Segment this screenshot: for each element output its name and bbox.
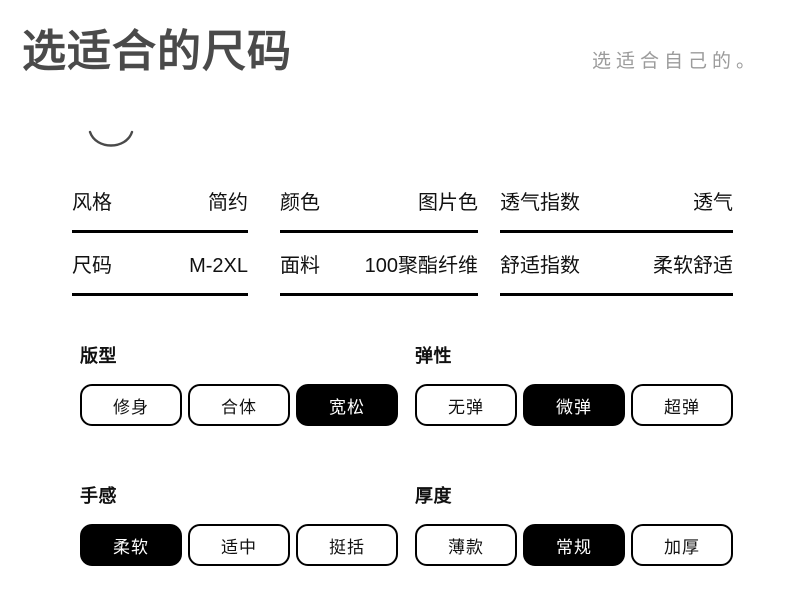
option-chip[interactable]: 无弹 [415, 384, 517, 426]
spec-row: 颜色 图片色 [280, 186, 478, 232]
spec-label: 尺码 [72, 255, 112, 277]
option-group-title: 厚度 [415, 486, 452, 506]
spec-label: 透气指数 [500, 192, 580, 214]
spec-columns: 风格 简约 尺码 M-2XL 颜色 图片色 面料 100聚酯纤维 [0, 186, 790, 296]
spec-label: 舒适指数 [500, 255, 580, 277]
option-chip-selected[interactable]: 微弹 [523, 384, 625, 426]
option-chip[interactable]: 合体 [188, 384, 290, 426]
spec-value: 简约 [208, 192, 248, 214]
spec-divider [72, 230, 248, 233]
spec-divider [280, 230, 478, 233]
spec-divider [500, 293, 733, 296]
option-chip[interactable]: 超弹 [631, 384, 733, 426]
option-group-title: 手感 [80, 486, 117, 506]
spec-column-color: 颜色 图片色 面料 100聚酯纤维 [280, 186, 478, 296]
option-group-elasticity: 弹性 无弹 微弹 超弹 [415, 342, 733, 426]
spec-label: 面料 [280, 255, 320, 277]
spec-value: 透气 [693, 192, 733, 214]
option-group-title: 弹性 [415, 346, 452, 366]
option-group-handfeel: 手感 柔软 适中 挺括 [80, 482, 398, 566]
page-title: 选适合的尺码 [22, 27, 292, 76]
spec-value: M-2XL [189, 255, 248, 277]
option-group-fit: 版型 修身 合体 宽松 [80, 342, 398, 426]
option-chip-list: 薄款 常规 加厚 [415, 524, 733, 566]
option-group-row-1: 版型 修身 合体 宽松 弹性 无弹 微弹 超弹 [0, 342, 790, 482]
option-chip[interactable]: 加厚 [631, 524, 733, 566]
option-chip-selected[interactable]: 常规 [523, 524, 625, 566]
option-groups: 版型 修身 合体 宽松 弹性 无弹 微弹 超弹 手感 [0, 342, 790, 594]
smile-arc-icon [88, 130, 134, 156]
spec-row: 风格 简约 [72, 186, 248, 232]
option-chip-list: 无弹 微弹 超弹 [415, 384, 733, 426]
spec-row: 舒适指数 柔软舒适 [500, 249, 733, 295]
option-chip[interactable]: 适中 [188, 524, 290, 566]
spec-divider [72, 293, 248, 296]
spec-label: 风格 [72, 192, 112, 214]
option-chip[interactable]: 薄款 [415, 524, 517, 566]
option-chip-selected[interactable]: 宽松 [296, 384, 398, 426]
option-chip[interactable]: 修身 [80, 384, 182, 426]
page-subtitle: 选适合自己的。 [591, 51, 760, 72]
option-group-title: 版型 [80, 346, 117, 366]
option-chip-list: 修身 合体 宽松 [80, 384, 398, 426]
spec-row: 尺码 M-2XL [72, 249, 248, 295]
option-group-row-2: 手感 柔软 适中 挺括 厚度 薄款 常规 加厚 [0, 482, 790, 594]
option-group-thickness: 厚度 薄款 常规 加厚 [415, 482, 733, 566]
spec-row: 透气指数 透气 [500, 186, 733, 232]
option-chip-selected[interactable]: 柔软 [80, 524, 182, 566]
spec-column-breathability: 透气指数 透气 舒适指数 柔软舒适 [500, 186, 733, 296]
spec-value: 图片色 [418, 192, 478, 214]
option-chip[interactable]: 挺括 [296, 524, 398, 566]
page-header: 选适合的尺码 选适合自己的。 [0, 0, 790, 110]
spec-label: 颜色 [280, 192, 320, 214]
option-chip-list: 柔软 适中 挺括 [80, 524, 398, 566]
spec-divider [500, 230, 733, 233]
spec-table: 风格 简约 尺码 M-2XL 颜色 图片色 面料 100聚酯纤维 [0, 186, 790, 296]
spec-value: 柔软舒适 [653, 255, 733, 277]
spec-column-style: 风格 简约 尺码 M-2XL [72, 186, 248, 296]
spec-value: 100聚酯纤维 [364, 255, 478, 277]
spec-divider [280, 293, 478, 296]
spec-row: 面料 100聚酯纤维 [280, 249, 478, 295]
